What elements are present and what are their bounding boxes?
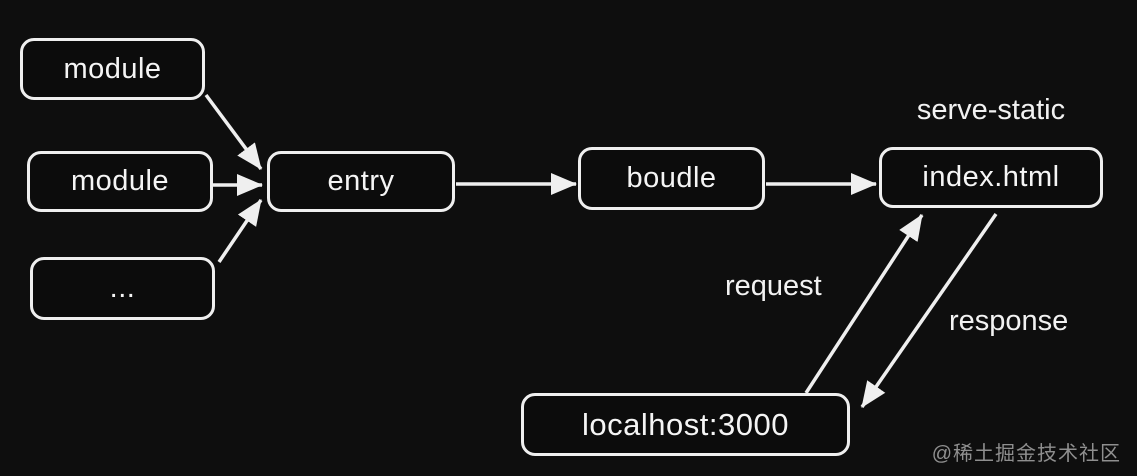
response-label: response <box>949 305 1069 337</box>
node-entry-label: entry <box>327 165 395 197</box>
node-localhost-3000: localhost:3000 <box>521 393 850 456</box>
node-index-html-label: index.html <box>922 161 1060 193</box>
watermark: @稀土掘金技术社区 <box>931 443 1121 465</box>
serve-static-label: serve-static <box>916 94 1066 126</box>
node-entry: entry <box>267 151 455 212</box>
request-label: request <box>725 270 822 302</box>
node-more-modules: ... <box>30 257 215 320</box>
arrow-more-to-entry <box>217 199 263 263</box>
node-module-1: module <box>20 38 205 100</box>
node-module-1-label: module <box>63 52 162 85</box>
node-more-modules-label: ... <box>109 272 136 304</box>
node-boudle-label: boudle <box>626 162 717 194</box>
arrow-request-localhost-to-index <box>804 214 924 394</box>
node-index-html: index.html <box>879 147 1103 208</box>
node-localhost-3000-label: localhost:3000 <box>582 406 789 442</box>
node-boudle: boudle <box>578 147 765 210</box>
node-module-2: module <box>27 151 213 212</box>
node-module-2-label: module <box>70 165 170 197</box>
arrow-module1-to-entry <box>204 93 263 171</box>
